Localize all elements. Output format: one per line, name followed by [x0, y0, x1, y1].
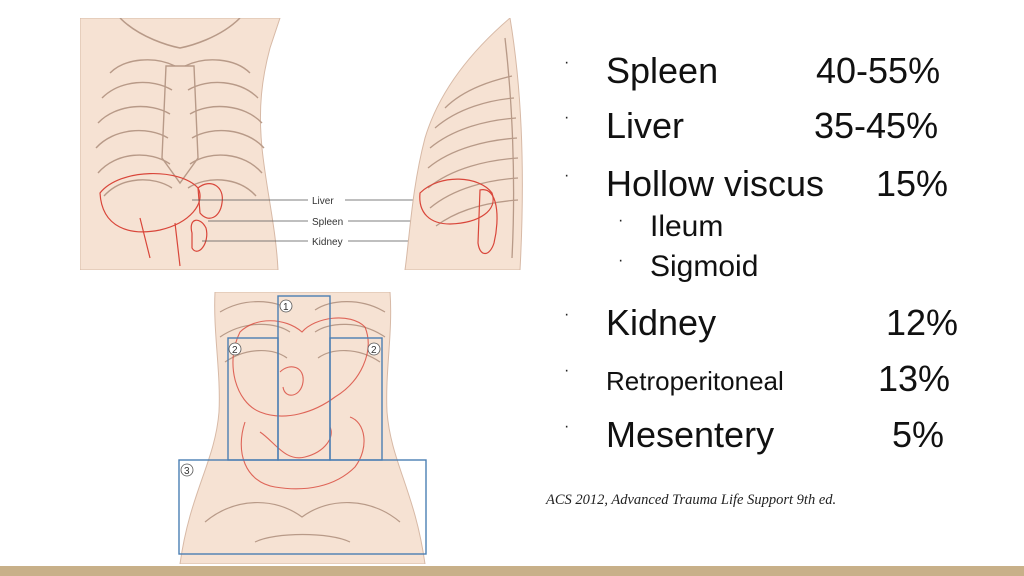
injury-frequency-list: · Spleen 40-55% · Liver 35-45% · Hollow … [560, 0, 1010, 470]
bullet-dot: · [564, 418, 570, 435]
lateral-ribcage [427, 37, 519, 259]
spleen-label: Spleen [312, 217, 343, 228]
front-torso-silhouette [80, 18, 281, 270]
bullet-dot: · [618, 212, 624, 229]
liver-outline [99, 172, 201, 233]
organ-label: Retroperitoneal [606, 366, 784, 396]
region-number-3: 3 [184, 466, 190, 477]
bullet-dot: · [564, 362, 570, 379]
footer-accent-bar [0, 566, 1024, 576]
abdominal-regions-illustration: 1 2 2 3 [178, 292, 427, 564]
percentage-value: 13% [878, 358, 951, 399]
percentage-value: 5% [892, 414, 945, 455]
bullet-dot: · [564, 54, 570, 71]
kidney-label: Kidney [312, 237, 343, 248]
lateral-organs [419, 178, 498, 255]
organ-label: Kidney [606, 302, 717, 343]
organ-label: Liver [606, 105, 685, 146]
front-organs [99, 172, 223, 267]
region-number-2-left: 2 [232, 345, 238, 356]
organ-label: Spleen [606, 50, 719, 91]
region-number-2-right: 2 [371, 345, 377, 356]
spleen-outline [197, 183, 223, 219]
percentage-value: 40-55% [816, 50, 941, 91]
organ-label: Mesentery [606, 414, 775, 455]
citation: ACS 2012, Advanced Trauma Life Support 9… [546, 492, 837, 508]
percentage-value: 15% [876, 163, 949, 204]
front-ribcage [95, 59, 265, 197]
bullet-dot: · [564, 306, 570, 323]
organ-label: Ileum [650, 210, 724, 243]
organ-label: Sigmoid [650, 250, 759, 283]
percentage-value: 35-45% [814, 105, 939, 146]
liver-label: Liver [312, 196, 334, 207]
lateral-torso-silhouette [404, 18, 523, 270]
bullet-dot: · [564, 109, 570, 126]
bullet-dot: · [564, 167, 570, 184]
bullet-dot: · [618, 252, 624, 269]
percentage-value: 12% [886, 302, 959, 343]
organ-label: Hollow viscus [606, 163, 825, 204]
torso-organs-illustration: Liver Spleen Kidney [80, 18, 523, 270]
region-3-box [178, 459, 427, 555]
region-number-1: 1 [283, 302, 289, 313]
kidney-outline [190, 219, 208, 252]
abdomen-silhouette [179, 292, 426, 564]
region-boxes [178, 295, 427, 555]
